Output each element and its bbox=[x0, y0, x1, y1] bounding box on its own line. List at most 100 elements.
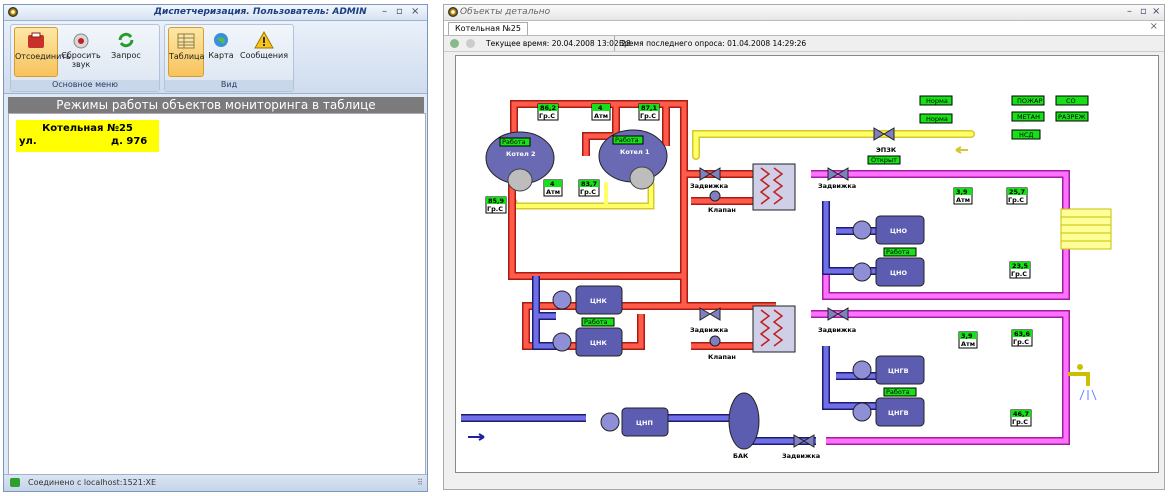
resize-grip-icon[interactable]: ⠿ bbox=[417, 478, 423, 487]
reading-r1-value: 86,2 bbox=[540, 104, 556, 112]
reading-r11-value: 63,6 bbox=[1014, 330, 1031, 338]
water-tap-icon bbox=[1068, 364, 1097, 401]
refresh-icon[interactable] bbox=[466, 39, 475, 48]
detail-maximize-button[interactable]: ▫ bbox=[1140, 6, 1147, 17]
control-valve-2-label: Клапан bbox=[708, 353, 736, 361]
connection-icon bbox=[10, 478, 20, 487]
reading-r7-value: 3,9 bbox=[956, 188, 968, 196]
pump-tsk-2-label: ЦНК bbox=[590, 339, 607, 347]
valve-4-label: Задвижка bbox=[818, 326, 856, 334]
pump-tsgv-2-label: ЦНГВ bbox=[888, 409, 909, 417]
minimize-button[interactable]: – bbox=[382, 6, 387, 17]
reading-r9-unit: Гр.С bbox=[1011, 270, 1027, 278]
request-button[interactable]: Запрос bbox=[105, 27, 147, 75]
reading-r7-unit: Атм bbox=[956, 196, 970, 204]
epzk-valve bbox=[873, 127, 895, 141]
alarm-norm-1: Норма bbox=[926, 97, 948, 105]
pump-tsk-2 bbox=[575, 327, 623, 357]
main-menu-group: Отсоединить Сбросить звук Запрос Основно… bbox=[10, 24, 160, 92]
close-tab-icon[interactable]: × bbox=[1149, 21, 1158, 32]
main-menu-label: Основное меню bbox=[11, 80, 159, 91]
settings-icon[interactable] bbox=[450, 39, 459, 48]
pump-tsp bbox=[621, 407, 669, 437]
control-valve-2 bbox=[709, 335, 721, 347]
close-button[interactable]: × bbox=[411, 6, 420, 17]
pump-tso-status: Работа bbox=[886, 248, 910, 256]
reading-r12-unit: Гр.С bbox=[1012, 418, 1028, 426]
heat-exchanger-1 bbox=[752, 163, 796, 211]
inflow-arrow bbox=[468, 433, 485, 441]
view-label: Вид bbox=[165, 80, 293, 91]
pump-tsk-1-label: ЦНК bbox=[590, 297, 607, 305]
app-logo-icon bbox=[8, 7, 18, 17]
object-card[interactable]: Котельная №25 ул. д. 976 bbox=[16, 120, 159, 152]
reading-r2-value: 4 bbox=[598, 104, 603, 112]
table-icon bbox=[177, 33, 195, 49]
maximize-button[interactable]: ▫ bbox=[396, 6, 403, 17]
warning-icon bbox=[254, 31, 274, 49]
reading-r3-unit: Гр.С bbox=[640, 112, 656, 120]
valve-5-label: Задвижка bbox=[782, 452, 820, 460]
reading-r6-value: 83,7 bbox=[581, 180, 597, 188]
boiler-1-status: Работа bbox=[615, 136, 639, 144]
valve-4 bbox=[827, 307, 849, 321]
valve-1-label: Задвижка bbox=[690, 182, 728, 190]
gas-flow-arrow bbox=[955, 146, 968, 154]
boiler-1-label: Котел 1 bbox=[620, 148, 650, 156]
valve-3 bbox=[699, 307, 721, 321]
pump-tsgv-2 bbox=[875, 397, 925, 427]
detail-close-button[interactable]: × bbox=[1152, 6, 1161, 17]
object-detail-window: Объекты детально – ▫ × Котельная №25 × Т… bbox=[443, 4, 1165, 490]
reading-r10-unit: Атм bbox=[961, 340, 975, 348]
epzk-label: ЭПЗК bbox=[876, 146, 897, 154]
current-time: Текущее время: 20.04.2008 13:02:28 bbox=[486, 39, 631, 48]
disconnect-icon bbox=[28, 32, 44, 48]
tank-label: БАК bbox=[733, 452, 749, 460]
connection-status: Соединено с localhost:1521:XE bbox=[28, 478, 157, 487]
valve-5 bbox=[793, 434, 815, 448]
alarm-co: СО bbox=[1066, 97, 1076, 105]
pump-tsgv-1-label: ЦНГВ bbox=[888, 367, 909, 375]
alarm-methane: МЕТАН bbox=[1017, 113, 1040, 121]
status-bar: Соединено с localhost:1521:XE ⠿ bbox=[4, 474, 427, 491]
object-house: д. 976 bbox=[111, 136, 148, 147]
boiler-2-label: Котел 2 bbox=[506, 150, 536, 158]
reading-r5-unit: Атм bbox=[546, 188, 560, 196]
tab-kotelnaya-25[interactable]: Котельная №25 bbox=[448, 22, 528, 35]
pump-tsk-1 bbox=[575, 285, 623, 315]
reading-r11-unit: Гр.С bbox=[1013, 338, 1029, 346]
detail-title-bar: Объекты детально – ▫ × bbox=[444, 5, 1164, 21]
gas-pipe bbox=[692, 130, 975, 160]
control-valve-1 bbox=[709, 190, 721, 202]
disconnect-button[interactable]: Отсоединить bbox=[14, 27, 71, 77]
map-view-button[interactable]: Карта bbox=[205, 27, 237, 75]
detail-minimize-button[interactable]: – bbox=[1127, 6, 1132, 17]
reset-sound-button[interactable]: Сбросить звук bbox=[59, 27, 103, 75]
reading-r8-value: 25,7 bbox=[1009, 188, 1025, 196]
objects-table bbox=[8, 113, 426, 477]
reading-r1-unit: Гр.С bbox=[539, 112, 555, 120]
pump-tso-1 bbox=[875, 215, 925, 245]
reading-r5-value: 4 bbox=[550, 180, 555, 188]
boiler-2-status: Работа bbox=[502, 138, 526, 146]
pump-tsgv-1 bbox=[875, 355, 925, 385]
valve-2 bbox=[827, 167, 849, 181]
tab-strip: Котельная №25 × bbox=[444, 21, 1164, 36]
reading-r8-unit: Гр.С bbox=[1008, 196, 1024, 204]
reading-r2-unit: Атм bbox=[594, 112, 608, 120]
table-view-button[interactable]: Таблица bbox=[168, 27, 204, 77]
reading-r12-value: 46,7 bbox=[1013, 410, 1029, 418]
valve-2-label: Задвижка bbox=[818, 182, 856, 190]
detail-logo-icon bbox=[448, 7, 458, 17]
pump-tso-2 bbox=[875, 257, 925, 287]
tank-icon bbox=[728, 392, 760, 450]
globe-icon bbox=[214, 33, 228, 47]
reading-r4-value: 85,9 bbox=[488, 197, 505, 205]
control-valve-1-label: Клапан bbox=[708, 206, 736, 214]
epzk-status: Открыт bbox=[871, 156, 897, 164]
refresh-icon bbox=[118, 32, 134, 48]
alarm-vacuum: РАЗРЕЖ bbox=[1058, 113, 1086, 121]
reading-r4-unit: Гр.С bbox=[487, 205, 503, 213]
messages-view-button[interactable]: Сообщения bbox=[240, 27, 288, 75]
